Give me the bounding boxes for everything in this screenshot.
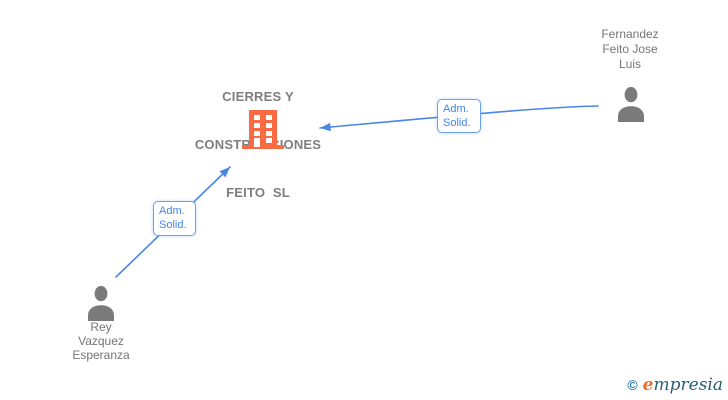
relation-label-line: Adm. [159, 205, 185, 217]
person-icon[interactable] [86, 286, 116, 326]
person-name-line: Luis [618, 57, 641, 71]
relation-label-line: Adm. [443, 103, 469, 115]
empresia-logo: empresia [642, 375, 723, 395]
building-icon [240, 110, 286, 153]
relation-label-adm-solid[interactable]: Adm. Solid. [153, 201, 196, 236]
person-name-line: Feito Jose [602, 42, 658, 56]
person-name-line: Rey [90, 320, 112, 334]
relation-label-line: Solid. [159, 219, 187, 231]
person-name-rey[interactable]: Rey Vazquez Esperanza [41, 320, 161, 362]
empresia-watermark[interactable]: © empresia [627, 375, 723, 395]
copyright-icon: © [627, 377, 638, 393]
person-name-fernandez[interactable]: Fernandez Feito Jose Luis [570, 27, 690, 72]
person-name-line: Fernandez [601, 27, 659, 41]
company-node[interactable] [240, 110, 286, 154]
person-name-line: Vazquez [78, 334, 124, 348]
edge-fernandez-to-company [319, 105, 599, 132]
company-name-line: CIERRES Y [222, 89, 294, 104]
relation-label-line: Solid. [443, 117, 471, 129]
relation-label-adm-solid[interactable]: Adm. Solid. [437, 99, 481, 133]
company-name-line: FEITO SL [226, 185, 290, 200]
person-name-line: Esperanza [72, 348, 130, 362]
person-icon[interactable] [616, 87, 646, 127]
